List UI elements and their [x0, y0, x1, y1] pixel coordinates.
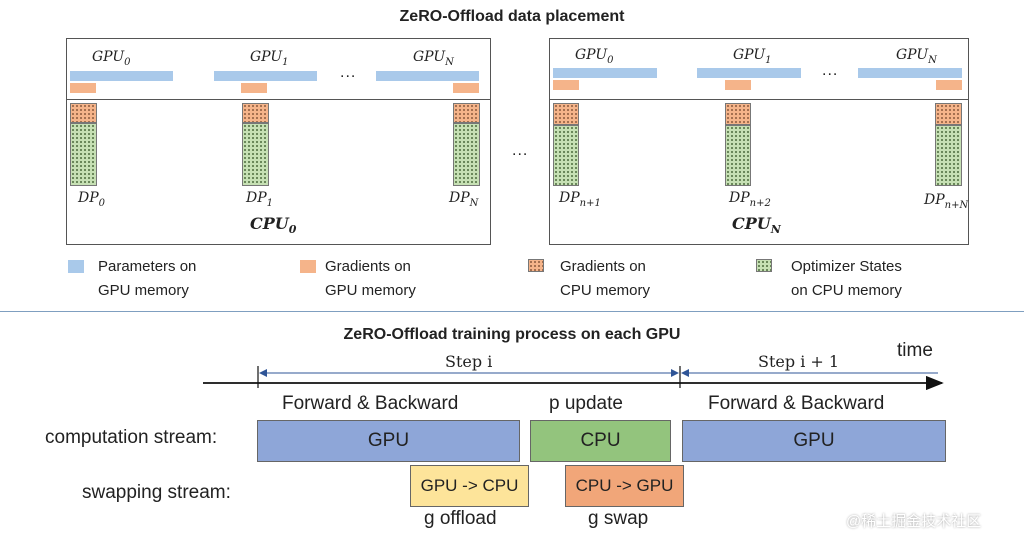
watermark-text: @稀土掘金技术社区 — [846, 513, 982, 530]
panel-1-gpu-n-label: GPUN — [896, 47, 937, 66]
panel-0-gpu-0-grads — [70, 83, 96, 93]
computation-stream-label: computation stream: — [45, 427, 218, 448]
legend-optimizer-swatch — [756, 259, 772, 272]
panel-1-dp-0-optimizer — [553, 125, 579, 186]
panel-1-gpu-1-grads — [725, 80, 751, 90]
panel-1 — [549, 38, 969, 245]
gpu-compute-box-1: GPU — [257, 420, 520, 462]
panel-0-gpu-n-grads — [453, 83, 479, 93]
panel-1-dp-1-label: DPn+2 — [729, 190, 771, 209]
panel-1-dp-n-cpu-grads — [935, 103, 962, 125]
section-divider — [0, 311, 1024, 312]
panel-1-dp-1-cpu-grads — [725, 103, 751, 125]
panel-0-dp-1-optimizer — [242, 123, 269, 186]
step-i-label: Step i — [445, 352, 493, 371]
time-label: time — [897, 340, 933, 361]
legend-cpu-grad-swatch — [528, 259, 544, 272]
g-offload-label: g offload — [424, 508, 497, 529]
panel-1-dp-n-label: DPn+N — [924, 192, 969, 211]
panel-1-gpu-0-params — [553, 68, 657, 78]
panel-ellipsis: ... — [512, 142, 529, 159]
panel-0-dp-1-label: DP1 — [246, 190, 274, 209]
legend-gpu-grad-swatch — [300, 260, 316, 273]
panel-0-gpu-n-params — [376, 71, 479, 81]
training-title: ZeRO-Offload training process on each GP… — [343, 326, 681, 343]
panel-0-gpu-1-grads — [241, 83, 267, 93]
panel-0-gpu-0-params — [70, 71, 173, 81]
gpu-compute-box-2: GPU — [682, 420, 946, 462]
g-swap-label: g swap — [588, 508, 649, 529]
panel-0-cpu-label: CPU0 — [250, 214, 297, 237]
placement-title: ZeRO-Offload data placement — [399, 8, 625, 25]
swap-box: CPU -> GPU — [565, 465, 684, 507]
panel-0-dp-1-cpu-grads — [242, 103, 269, 123]
panel-1-gpu-1-label: GPU1 — [733, 47, 772, 66]
panel-1-divider — [549, 99, 969, 100]
panel-0-gpu-1-params — [214, 71, 317, 81]
panel-1-cpu-label: CPUN — [732, 214, 781, 237]
panel-0-gpu-0-label: GPU0 — [92, 49, 131, 68]
panel-1-gpu-0-label: GPU0 — [575, 47, 614, 66]
panel-0-dp-0-optimizer — [70, 123, 97, 186]
panel-0-gpu-n-label: GPUN — [413, 49, 454, 68]
p-update-label: p update — [549, 393, 623, 414]
fwd-bwd-label-2: Forward & Backward — [708, 393, 885, 414]
cpu-update-box: CPU — [530, 420, 671, 462]
panel-0-dp-0-label: DP0 — [78, 190, 106, 209]
panel-1-dp-n-optimizer — [935, 125, 962, 186]
panel-0-gpu-ellipsis: ... — [340, 64, 357, 81]
panel-1-dp-0-cpu-grads — [553, 103, 579, 125]
panel-1-gpu-1-params — [697, 68, 801, 78]
panel-0-dp-n-label: DPN — [449, 190, 479, 209]
offload-box: GPU -> CPU — [410, 465, 529, 507]
panel-0-divider — [66, 99, 491, 100]
panel-1-dp-0-label: DPn+1 — [559, 190, 601, 209]
panel-1-dp-1-optimizer — [725, 125, 751, 186]
legend-param-swatch — [68, 260, 84, 273]
panel-0-gpu-1-label: GPU1 — [250, 49, 289, 68]
fwd-bwd-label-1: Forward & Backward — [282, 393, 459, 414]
panel-1-gpu-ellipsis: ... — [822, 62, 839, 79]
panel-0 — [66, 38, 491, 245]
panel-1-gpu-n-grads — [936, 80, 962, 90]
panel-0-dp-n-optimizer — [453, 123, 480, 186]
step-i1-label: Step i + 1 — [758, 352, 840, 371]
swapping-stream-label: swapping stream: — [82, 482, 231, 503]
panel-0-dp-n-cpu-grads — [453, 103, 480, 123]
panel-1-gpu-n-params — [858, 68, 962, 78]
panel-0-dp-0-cpu-grads — [70, 103, 97, 123]
panel-1-gpu-0-grads — [553, 80, 579, 90]
